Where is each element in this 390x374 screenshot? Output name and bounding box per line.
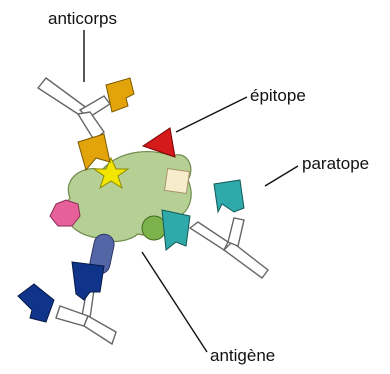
leader-line-antigene xyxy=(142,252,207,352)
leader-line-epitope xyxy=(176,97,247,132)
circle-epitope xyxy=(142,216,166,240)
navy-paratope-1 xyxy=(72,262,104,300)
orange-paratope-2 xyxy=(78,134,110,170)
label-paratope: paratope xyxy=(302,155,369,172)
label-anticorps: anticorps xyxy=(48,10,117,27)
antibody-bottom xyxy=(18,262,116,344)
square-epitope xyxy=(165,169,190,194)
label-epitope: épitope xyxy=(250,87,306,104)
antibody-top xyxy=(38,78,134,170)
teal-paratope-2 xyxy=(162,210,190,250)
orange-paratope-1 xyxy=(106,78,134,112)
label-antigene: antigène xyxy=(210,347,275,364)
teal-paratope-1 xyxy=(214,180,244,212)
leader-line-paratope xyxy=(265,166,298,186)
navy-paratope-2 xyxy=(18,284,54,322)
hexagon-epitope xyxy=(50,200,80,226)
